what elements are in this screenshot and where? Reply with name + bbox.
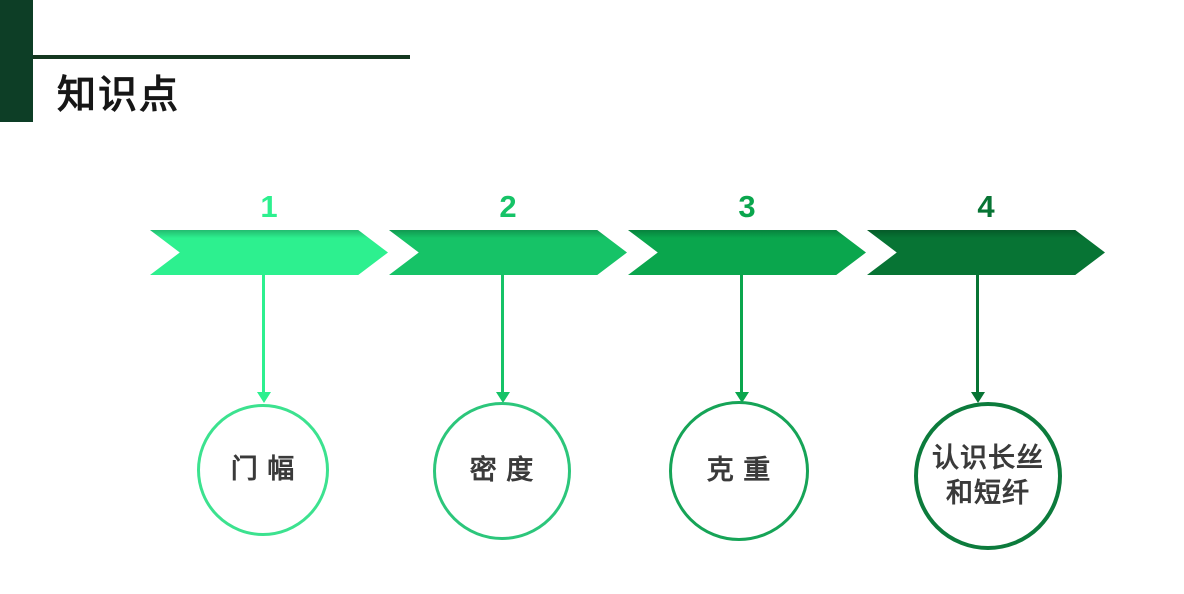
step-1-number: 1 xyxy=(260,189,278,224)
step-3-connector-line xyxy=(740,275,743,394)
step-4-label: 认识长丝 和短纤 xyxy=(932,442,1044,508)
step-1-chevron-arrow xyxy=(150,230,388,275)
title-underline xyxy=(33,55,410,59)
step-3-down-arrow-icon xyxy=(735,392,749,403)
step-1-down-arrow-icon xyxy=(257,392,271,403)
step-3-chevron-arrow xyxy=(628,230,866,275)
step-2-label: 密 度 xyxy=(469,455,535,486)
step-1-label: 门 幅 xyxy=(230,454,296,485)
step-2-connector-line xyxy=(501,275,504,394)
step-1-circle: 门 幅 xyxy=(197,404,329,536)
step-3-label: 克 重 xyxy=(706,455,772,486)
step-2-down-arrow-icon xyxy=(496,392,510,403)
step-3-circle: 克 重 xyxy=(669,401,809,541)
step-2-chevron-arrow xyxy=(389,230,627,275)
step-2-circle: 密 度 xyxy=(433,402,571,540)
step-4-chevron-arrow xyxy=(867,230,1105,275)
step-4-connector-line xyxy=(976,275,979,394)
step-1-connector-line xyxy=(262,275,265,394)
step-4-circle: 认识长丝 和短纤 xyxy=(914,402,1062,550)
page-title: 知识点 xyxy=(57,74,181,117)
step-2-number: 2 xyxy=(499,189,517,224)
step-3-number: 3 xyxy=(738,189,756,224)
step-4-down-arrow-icon xyxy=(971,392,985,403)
step-4-number: 4 xyxy=(977,189,995,224)
corner-accent-bar xyxy=(0,0,33,122)
